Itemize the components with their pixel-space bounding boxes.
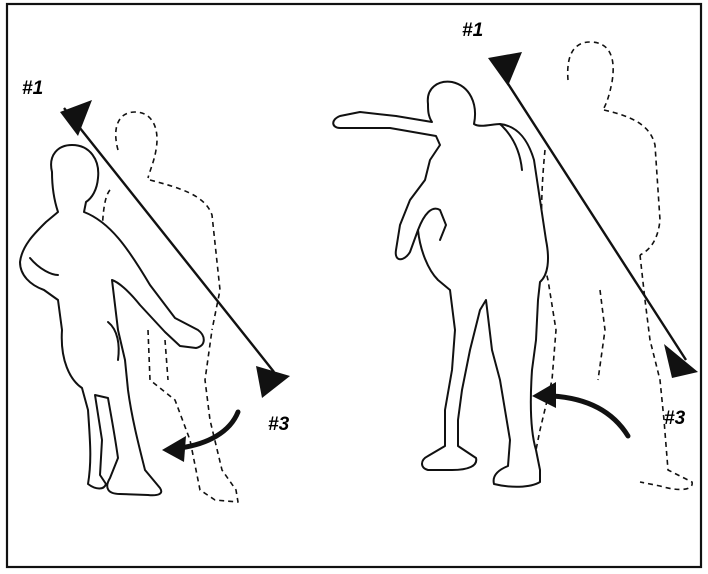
right-bottom-arrowhead xyxy=(664,344,698,378)
right-curved-arrow xyxy=(532,382,628,436)
right-solid-figure xyxy=(333,82,548,487)
right-top-arrowhead xyxy=(488,52,522,86)
left-curved-arrow xyxy=(162,412,238,462)
left-top-arrowhead xyxy=(60,100,92,136)
left-label-bottom: #3 xyxy=(268,414,290,435)
right-panel: #1 #3 xyxy=(333,20,698,489)
right-label-bottom: #3 xyxy=(664,408,686,429)
left-panel: #1 #3 xyxy=(20,78,290,502)
right-label-top: #1 xyxy=(462,20,483,41)
left-label-top: #1 xyxy=(22,78,43,99)
